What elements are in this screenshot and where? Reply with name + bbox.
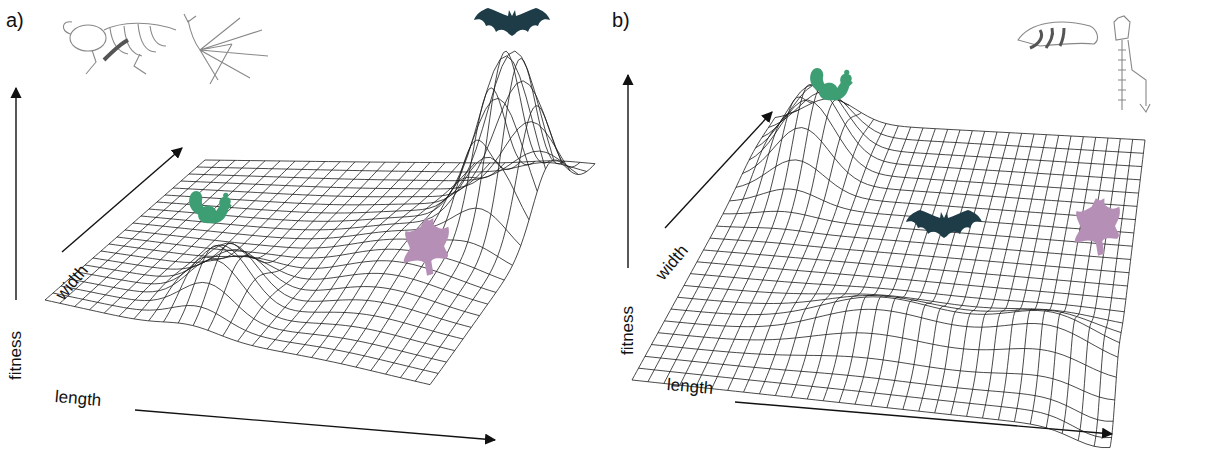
mesh-line (652, 345, 1115, 400)
mesh-line (1062, 138, 1108, 434)
mesh-line (736, 160, 1135, 220)
mesh-line (356, 140, 520, 367)
length-axis (135, 410, 495, 440)
mesh-line (775, 99, 1145, 140)
mesh-line (341, 163, 505, 364)
mesh-line (386, 51, 550, 374)
mesh-line (193, 162, 355, 326)
mesh-line (252, 162, 415, 345)
mesh-line (632, 118, 775, 380)
mesh-line (935, 133, 1010, 413)
squirrel-icon (810, 68, 853, 100)
mesh-line (1014, 136, 1071, 422)
mesh-line (696, 85, 825, 387)
mesh-line (60, 160, 220, 303)
mesh-line (744, 113, 862, 392)
mesh-line (104, 161, 265, 313)
mesh-line (951, 133, 1022, 414)
squirrel-icon (189, 191, 232, 223)
fitness-axis (15, 88, 16, 300)
mesh-line (759, 119, 873, 394)
axis-label: length (54, 388, 102, 409)
bat-icon (906, 210, 982, 238)
width-axis (665, 112, 772, 228)
mesh-line (967, 134, 1034, 416)
glider-icon (404, 218, 449, 276)
mesh-line (712, 85, 837, 388)
mesh-line (769, 92, 1144, 154)
mesh-line (75, 160, 235, 306)
mesh-line (678, 295, 1122, 332)
mesh-line (134, 161, 295, 319)
skeleton-sketch (63, 14, 268, 84)
mesh-line (823, 128, 923, 401)
mesh-line (639, 368, 1112, 437)
mesh-line (775, 124, 886, 396)
glider-icon (1075, 198, 1120, 256)
mesh-line (178, 162, 340, 323)
mesh-line (658, 333, 1116, 377)
mesh-line (998, 135, 1058, 420)
mesh-line (756, 85, 1141, 180)
panel-label: a) (6, 10, 24, 30)
mesh-line (223, 162, 385, 336)
mesh-line (430, 160, 595, 385)
bat-icon (474, 8, 550, 36)
axis-label: fitness (619, 305, 636, 354)
mesh-line (133, 208, 521, 246)
mesh-line (189, 151, 579, 181)
mesh-line (983, 135, 1047, 418)
mesh-line (61, 282, 447, 362)
width-axis (62, 148, 182, 252)
axis-label: fitness (8, 330, 25, 379)
mesh-line (855, 129, 948, 404)
mesh-line (163, 162, 325, 322)
mesh-line (119, 161, 280, 316)
mesh-line (919, 132, 997, 411)
mesh-line (807, 127, 910, 399)
mesh-line (871, 130, 960, 406)
length-axis (735, 402, 1112, 434)
mesh-line (680, 97, 812, 385)
mesh-line (400, 58, 565, 377)
mesh-line (181, 122, 570, 189)
mesh-line (839, 129, 935, 403)
mesh-line (149, 161, 310, 320)
mesh-line (208, 162, 370, 330)
axis-label: length (666, 376, 714, 397)
skeleton-sketch (1018, 16, 1150, 112)
mesh-line (238, 162, 401, 341)
mesh-line (1110, 140, 1145, 448)
mesh-line (791, 126, 898, 397)
mesh-line (645, 356, 1113, 421)
panel-label: b) (612, 10, 630, 30)
mesh-line (45, 300, 430, 385)
mesh-line (728, 99, 849, 390)
landscape-mesh (45, 51, 595, 385)
mesh-line (1030, 137, 1083, 424)
axis-label: width (653, 241, 692, 282)
fitness-axis (627, 75, 628, 268)
landscape-mesh (632, 84, 1145, 447)
mesh-line (1046, 137, 1095, 427)
mesh-line (665, 309, 1118, 357)
mesh-line (141, 157, 529, 229)
